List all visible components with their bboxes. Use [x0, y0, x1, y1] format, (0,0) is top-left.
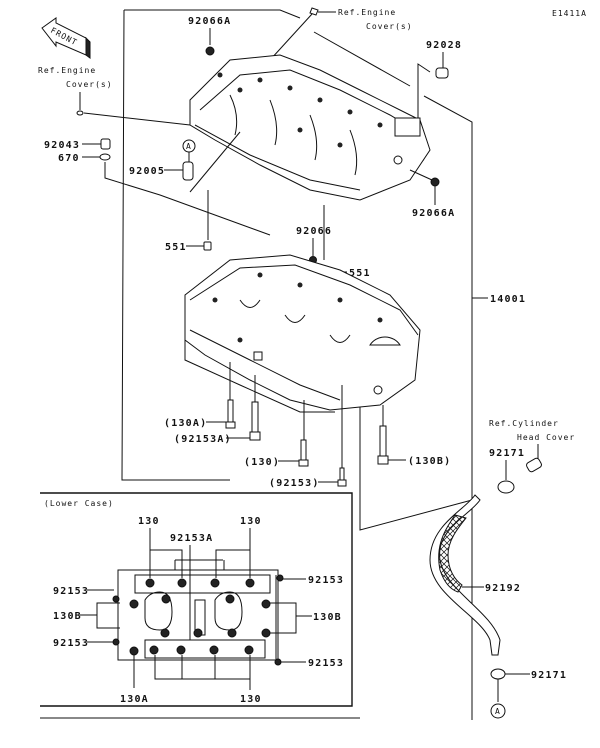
lc-left-92153-b: 92153 [53, 638, 89, 649]
part-130: (130) [244, 457, 280, 468]
dowel-pin-icon [203, 241, 212, 251]
part-92153: (92153) [269, 478, 320, 489]
part-92171-bottom: 92171 [531, 670, 567, 681]
bolt-icon [251, 401, 259, 433]
bolt-icon [379, 425, 387, 457]
bolt-icon [300, 439, 307, 461]
part-670: 670 [58, 153, 80, 164]
part-92192: 92192 [485, 583, 521, 594]
diagram-code: E1411A [552, 9, 587, 18]
bolt-icon [227, 399, 234, 423]
lc-top-130-left: 130 [138, 516, 160, 527]
o-ring-icon [99, 153, 111, 161]
breather-fitting-icon [182, 161, 194, 181]
lower-crankcase [184, 254, 421, 413]
callout-a-label: A [186, 142, 192, 151]
lc-top-130-right: 130 [240, 516, 262, 527]
lc-left-92153-a: 92153 [53, 586, 89, 597]
lc-top-92153A: 92153A [170, 533, 213, 544]
plug-icon [430, 177, 440, 187]
part-92043: 92043 [44, 140, 80, 151]
plug-icon [205, 46, 215, 56]
ref-cylinder-head-cover-line2: Head Cover [517, 433, 575, 442]
ref-engine-cover-left-line1: Ref.Engine [38, 66, 96, 75]
lc-bottom-130A: 130A [120, 694, 149, 705]
part-551-left: 551 [165, 242, 187, 253]
cover-pin-icon [309, 7, 319, 16]
part-92066A-right: 92066A [412, 208, 455, 219]
lc-left-130B: 130B [53, 611, 82, 622]
part-130B: (130B) [408, 456, 451, 467]
lc-right-130B: 130B [313, 612, 342, 623]
callout-a-icon [490, 703, 506, 719]
hose-clamp-icon [497, 480, 515, 494]
lc-bottom-130: 130 [240, 694, 262, 705]
hose-fitting-icon [526, 457, 542, 473]
part-92153A: (92153A) [174, 434, 232, 445]
part-92005: 92005 [129, 166, 165, 177]
lc-right-92153-a: 92153 [308, 575, 344, 586]
breather-hose [429, 494, 501, 656]
hose-clamp-icon [490, 668, 506, 680]
dowel-pin-icon [76, 110, 84, 116]
lc-right-92153-b: 92153 [308, 658, 344, 669]
ref-engine-cover-top-line2: Cover(s) [366, 22, 413, 31]
part-14001: 14001 [490, 294, 526, 305]
bolt-icon [339, 467, 345, 481]
part-92171-top: 92171 [489, 448, 525, 459]
oil-jet-icon [100, 138, 111, 150]
part-92028: 92028 [426, 40, 462, 51]
part-130A: (130A) [164, 418, 207, 429]
part-92066: 92066 [296, 226, 332, 237]
front-arrow-icon: FRONT [41, 17, 91, 59]
lower-case-title: (Lower Case) [44, 499, 114, 508]
ref-cylinder-head-cover-line1: Ref.Cylinder [489, 419, 559, 428]
part-92066A-top: 92066A [188, 16, 231, 27]
lower-case-inset: (Lower Case) 130 130 92153A 92153 1 [40, 492, 360, 719]
bushing-icon [435, 67, 449, 79]
ref-engine-cover-top-line1: Ref.Engine [338, 8, 396, 17]
callout-a-label: A [495, 707, 501, 716]
ref-engine-cover-left-line2: Cover(s) [66, 80, 113, 89]
upper-crankcase [189, 54, 431, 201]
part-551-right: 551 [349, 268, 371, 279]
